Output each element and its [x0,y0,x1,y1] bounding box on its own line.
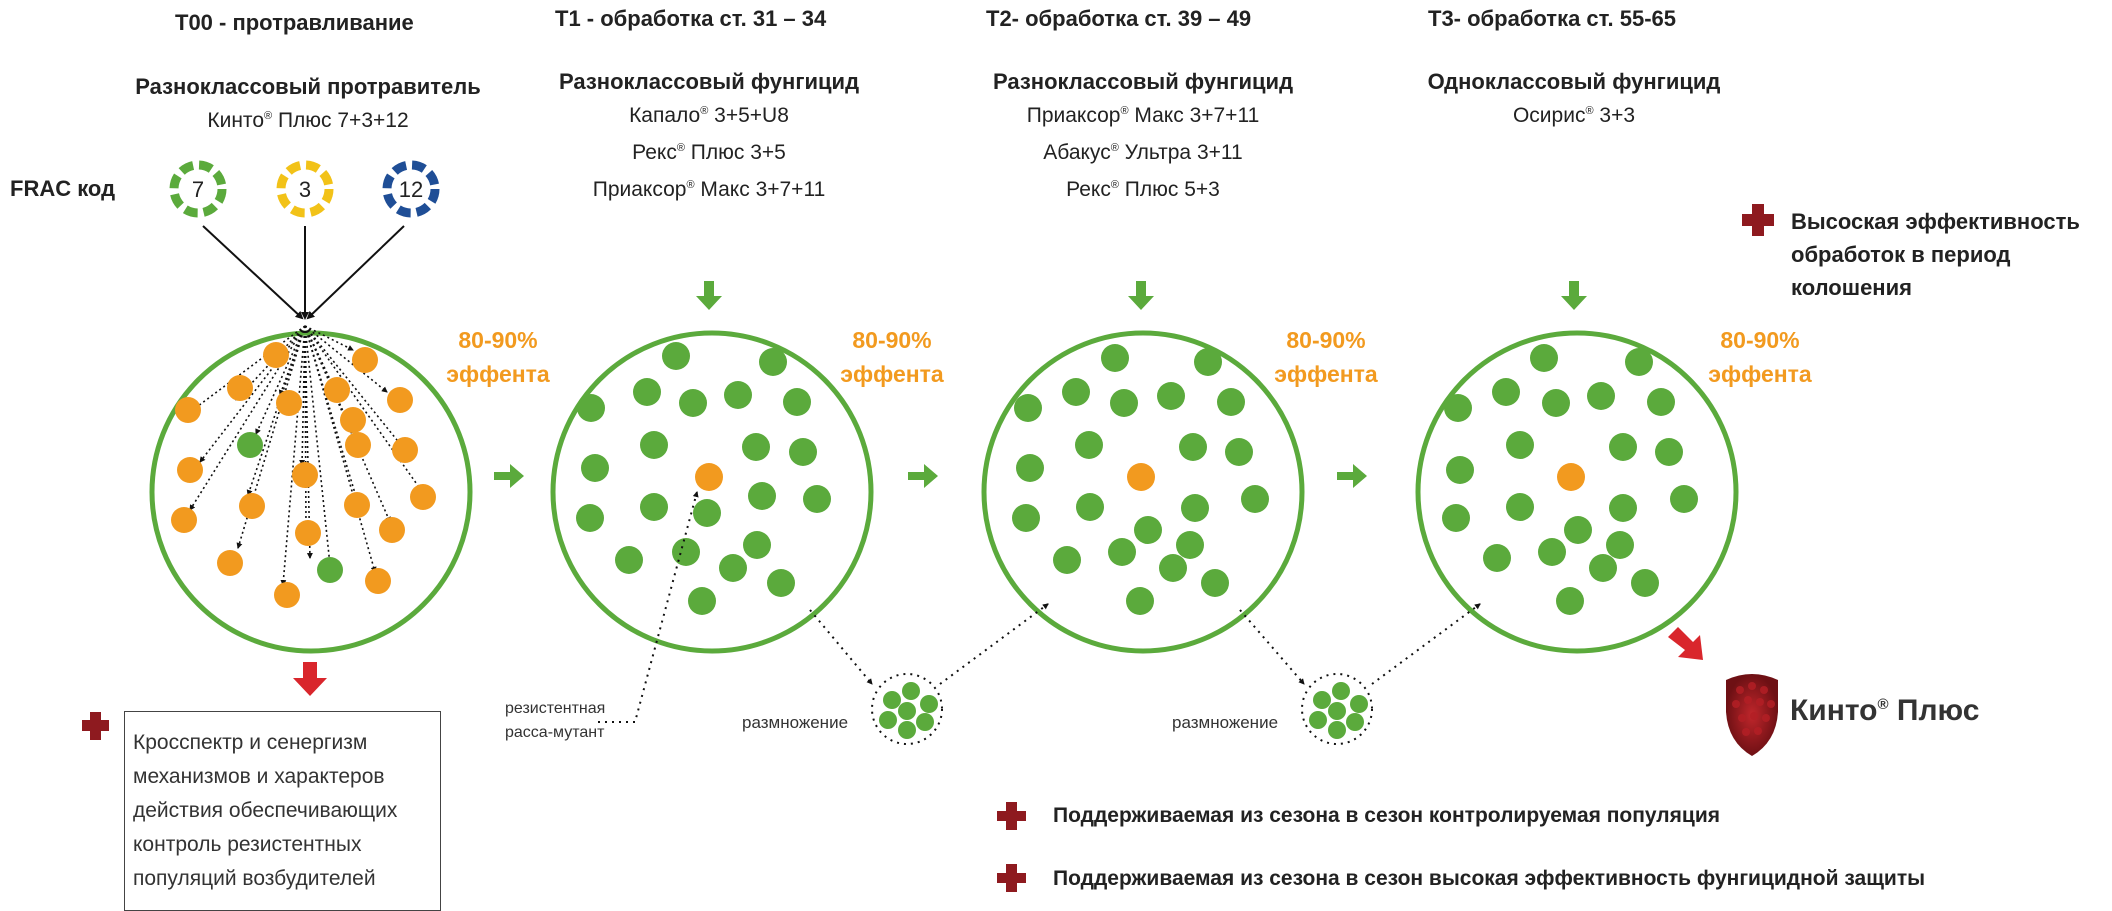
dots-t1 [576,342,831,615]
effect-label-1: 80-90%эффента [446,327,550,387]
red-cross-icon [997,802,1026,830]
dots-t00 [171,342,436,608]
brand-name: Кинто® Плюс [1790,694,1980,727]
stage3-title: Одноклассовый фунгицид [1427,69,1721,94]
svg-text:12: 12 [399,177,423,202]
cross-spectrum-box: Кросспектр и сенергизм механизмов и хара… [124,711,441,911]
reproduction-arrows [809,603,1481,685]
stage2-block: Разноклассовый фунгицид Приаксор® Макс 3… [943,69,1343,206]
stage1-line-3: Приаксор® Макс 3+7+11 [592,178,826,201]
red-diagonal-arrow [1668,627,1703,660]
stage0-block: Разноклассовый протравитель Кинто® Плюс … [108,74,508,137]
reproduction-label-2: размножение [1172,713,1279,732]
reproduction-cluster-2 [1301,673,1373,745]
red-cross-icon [997,864,1026,892]
stage2-line-1: Приаксор® Макс 3+7+11 [1026,104,1260,127]
dots-t2 [1012,344,1269,615]
application-arrows [696,281,1587,310]
stage0-title: Разноклассовый протравитель [135,74,481,99]
resistant-label: резистентная [505,700,606,717]
reproduction-cluster-1 [871,673,943,745]
frac-ring-7: 7 [169,160,227,218]
treatment-rays [189,325,422,586]
red-down-arrow [293,662,327,696]
stage3-block: Одноклассовый фунгицид Осирис® 3+3 [1374,69,1774,132]
red-cross-icon [82,712,109,740]
header-t3: T3- обработка ст. 55-65 [1428,6,1676,31]
red-cross-icon [1742,204,1774,236]
stage1-block: Разноклассовый фунгицид Капало® 3+5+U8 Р… [509,69,909,206]
stage3-product: Осирис® 3+3 [1512,104,1636,127]
stage0-product: Кинто® Плюс 7+3+12 [207,109,409,132]
reproduction-label-1: размножение [742,713,849,732]
svg-text:3: 3 [299,177,311,202]
transition-arrows [494,464,1367,488]
stage2-line-2: Абакус® Ультра 3+11 [1043,141,1243,164]
frac-arrows [202,225,405,320]
header-t1: T1 - обработка ст. 31 – 34 [555,6,827,31]
effect-label-4: 80-90%эффента [1708,327,1812,387]
effect-label-3: 80-90%эффента [1274,327,1378,387]
svg-text:7: 7 [192,177,204,202]
stage1-line-2: Рекс® Плюс 3+5 [632,141,786,164]
high-efficiency-note: Высоская эффективность обработок в перио… [1791,209,2080,300]
frac-ring-3: 3 [276,160,334,218]
stage1-line-1: Капало® 3+5+U8 [629,104,789,127]
frac-label: FRAC код [10,176,116,201]
effect-label-2: 80-90%эффента [840,327,944,387]
shield-logo-icon [1726,674,1778,756]
mutant-label: расса-мутант [505,724,605,741]
frac-ring-12: 12 [382,160,440,218]
bottom-note-1: Поддерживаемая из сезона в сезон контрол… [1053,804,1720,827]
header-t00: T00 - протравливание [175,10,414,35]
resistant-arrow [598,491,699,723]
stage2-title: Разноклассовый фунгицид [992,69,1294,94]
stage2-line-3: Рекс® Плюс 5+3 [1066,178,1220,201]
dots-t3 [1442,344,1698,615]
header-t2: T2- обработка ст. 39 – 49 [986,6,1252,31]
stage1-title: Разноклассовый фунгицид [558,69,860,94]
bottom-note-2: Поддерживаемая из сезона в сезон высокая… [1053,867,1926,890]
